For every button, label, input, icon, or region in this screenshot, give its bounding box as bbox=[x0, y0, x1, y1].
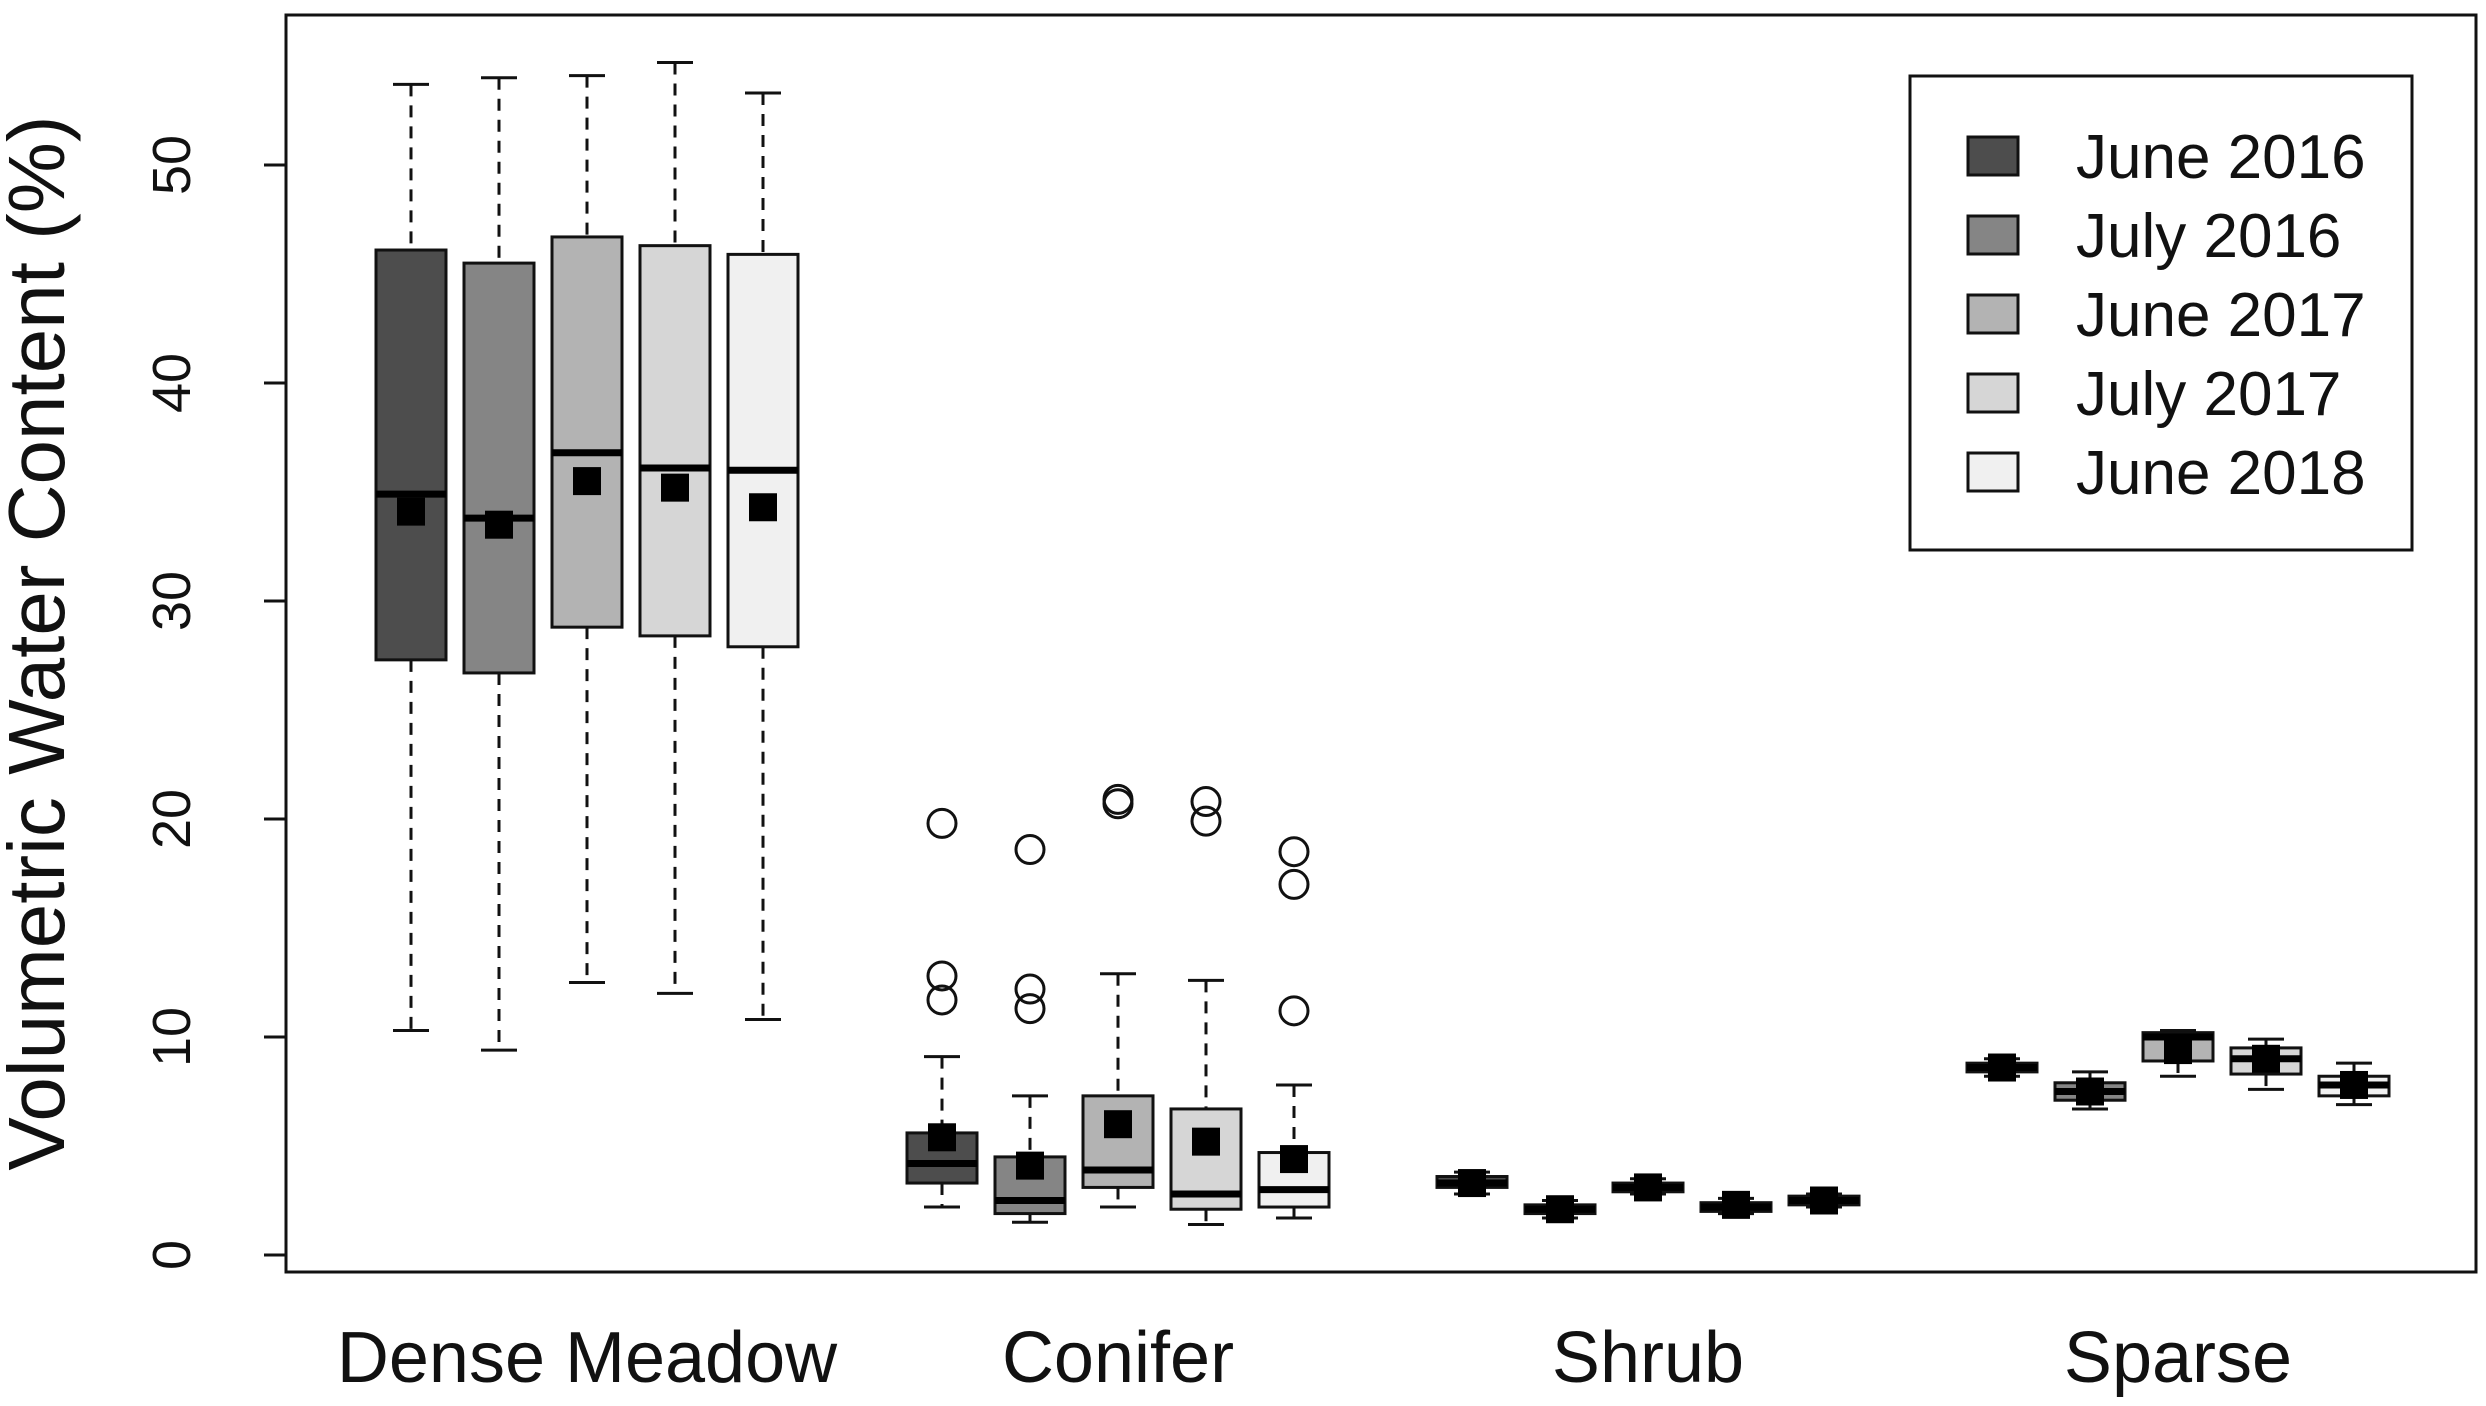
iqr-box bbox=[374, 248, 448, 662]
outlier-point bbox=[1102, 783, 1134, 815]
mean-marker bbox=[397, 497, 425, 526]
y-tick-label: 0 bbox=[142, 1240, 202, 1270]
box-1-1 bbox=[993, 834, 1067, 1224]
box-2-0 bbox=[550, 74, 624, 984]
outlier-point bbox=[926, 960, 958, 992]
box-4-2 bbox=[1787, 1186, 1861, 1215]
legend-swatch bbox=[1966, 293, 2020, 335]
outlier-point bbox=[1278, 868, 1310, 900]
box-2-2 bbox=[1611, 1173, 1685, 1202]
box-1-2 bbox=[1523, 1195, 1597, 1224]
mean-marker bbox=[1988, 1053, 2016, 1082]
box-groups bbox=[374, 61, 2391, 1226]
box-0-1 bbox=[905, 807, 979, 1209]
mean-marker bbox=[1810, 1186, 1838, 1215]
y-tick-label: 20 bbox=[142, 789, 202, 849]
y-axis: 0 10 20 30 40 50 bbox=[142, 135, 288, 1270]
box-4-3 bbox=[2317, 1061, 2391, 1107]
mean-marker bbox=[1192, 1127, 1220, 1156]
mean-marker bbox=[1634, 1173, 1662, 1202]
mean-marker bbox=[2076, 1077, 2104, 1106]
legend-swatch bbox=[1966, 451, 2020, 493]
legend-label: June 2016 bbox=[2076, 123, 2366, 192]
legend-label: July 2017 bbox=[2076, 360, 2341, 429]
mean-marker bbox=[661, 473, 689, 502]
box-4-1 bbox=[1257, 836, 1331, 1220]
box-1-0 bbox=[462, 76, 536, 1052]
mean-marker bbox=[573, 467, 601, 496]
legend-swatch bbox=[1966, 372, 2020, 414]
mean-marker bbox=[2340, 1070, 2368, 1099]
box-0-0 bbox=[374, 82, 448, 1032]
mean-marker bbox=[2252, 1044, 2280, 1073]
legend-label: July 2016 bbox=[2076, 202, 2341, 271]
box-2-3 bbox=[2141, 1028, 2215, 1078]
outlier-point bbox=[1014, 993, 1046, 1025]
iqr-box bbox=[638, 244, 712, 638]
box-2-1 bbox=[1081, 783, 1155, 1209]
iqr-box bbox=[550, 235, 624, 629]
mean-marker bbox=[1546, 1195, 1574, 1224]
y-tick-label: 40 bbox=[142, 353, 202, 413]
mean-marker bbox=[1016, 1151, 1044, 1180]
legend-swatch bbox=[1966, 214, 2020, 256]
box-0-2 bbox=[1435, 1169, 1509, 1198]
legend-swatch bbox=[1966, 135, 2020, 177]
mean-marker bbox=[749, 493, 777, 522]
box-3-2 bbox=[1699, 1190, 1773, 1219]
box-1-3 bbox=[2053, 1070, 2127, 1111]
legend-label: June 2018 bbox=[2076, 439, 2366, 508]
mean-marker bbox=[2164, 1036, 2192, 1065]
mean-marker bbox=[928, 1123, 956, 1152]
box-4-0 bbox=[726, 91, 800, 1022]
mean-marker bbox=[485, 510, 513, 539]
x-category-label: Shrub bbox=[1552, 1318, 1744, 1398]
mean-marker bbox=[1280, 1145, 1308, 1174]
mean-marker bbox=[1458, 1169, 1486, 1198]
mean-marker bbox=[1104, 1110, 1132, 1139]
x-axis-category-labels: Dense Meadow Conifer Shrub Sparse bbox=[337, 1318, 2292, 1398]
outlier-point bbox=[1014, 834, 1046, 866]
box-3-1 bbox=[1169, 786, 1243, 1226]
box-3-3 bbox=[2229, 1037, 2303, 1091]
outlier-point bbox=[926, 984, 958, 1016]
y-tick-label: 50 bbox=[142, 135, 202, 195]
outlier-point bbox=[1190, 786, 1222, 818]
outlier-point bbox=[1014, 973, 1046, 1005]
legend-label: June 2017 bbox=[2076, 281, 2366, 350]
iqr-box bbox=[726, 252, 800, 649]
outlier-point bbox=[926, 807, 958, 839]
box-3-0 bbox=[638, 61, 712, 995]
x-category-label: Dense Meadow bbox=[337, 1318, 838, 1398]
x-category-label: Conifer bbox=[1002, 1318, 1234, 1398]
outlier-point bbox=[1190, 805, 1222, 837]
mean-marker bbox=[1722, 1190, 1750, 1219]
x-category-label: Sparse bbox=[2064, 1318, 2292, 1398]
box-0-3 bbox=[1965, 1053, 2039, 1082]
y-axis-title: Volumetric Water Content (%) bbox=[0, 115, 81, 1170]
y-tick-label: 10 bbox=[142, 1007, 202, 1067]
outlier-point bbox=[1278, 995, 1310, 1027]
iqr-box bbox=[1081, 1094, 1155, 1189]
y-tick-label: 30 bbox=[142, 571, 202, 631]
iqr-box bbox=[462, 261, 536, 675]
outlier-point bbox=[1278, 836, 1310, 868]
